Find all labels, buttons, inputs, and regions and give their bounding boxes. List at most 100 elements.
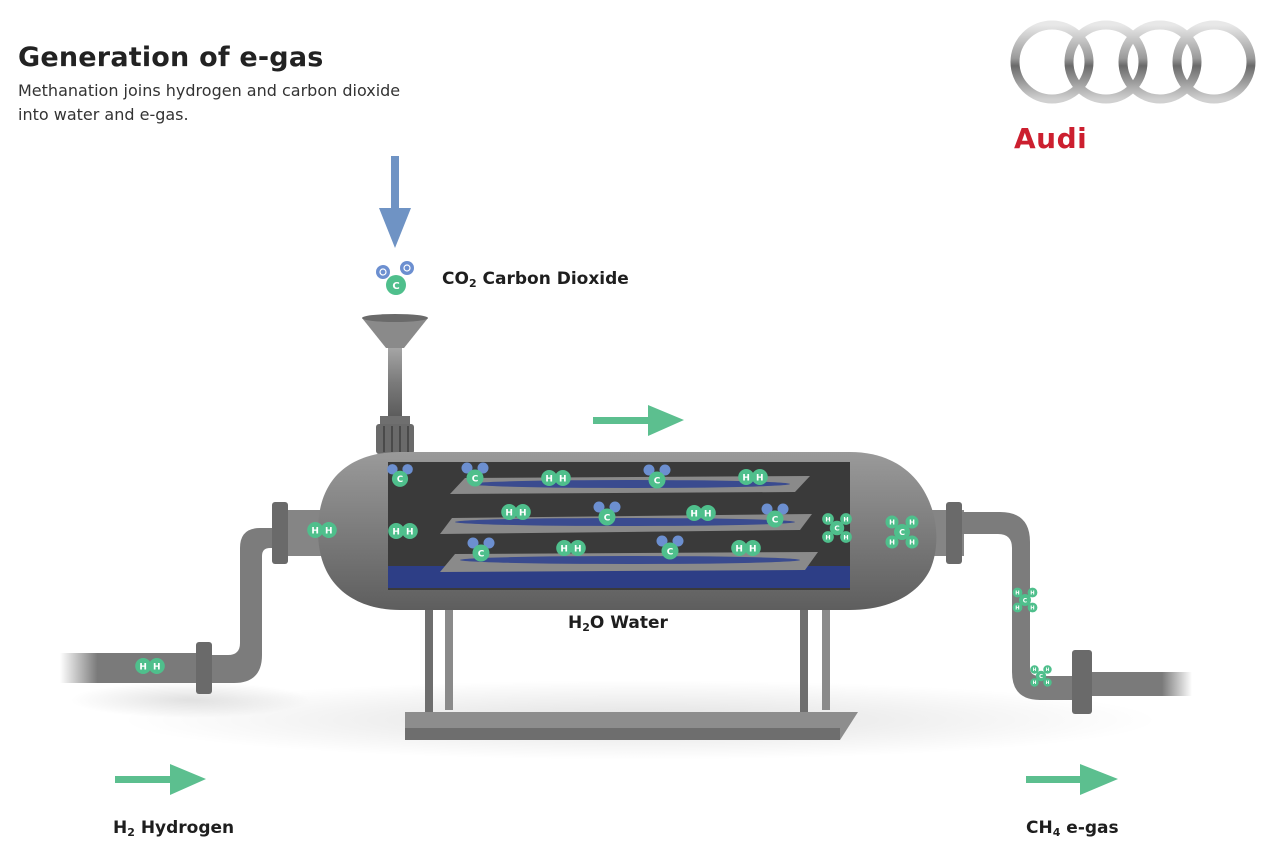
atom-letter: C (478, 549, 485, 559)
hydrogen-atom (1043, 678, 1052, 687)
hydrogen-atom (840, 531, 852, 543)
atom-letter: H (559, 474, 567, 484)
hydrogen-atom (569, 540, 586, 556)
oxygen-atom (477, 462, 489, 474)
atom-letter: H (545, 474, 553, 484)
atom-letter: H (735, 544, 743, 554)
atom-letter: H (909, 539, 915, 547)
atom-letter: H (704, 509, 712, 519)
right-arrow-icon (593, 405, 684, 436)
hydrogen-atom (307, 522, 324, 538)
atom-letter: H (825, 516, 830, 523)
atom-letter: H (825, 534, 830, 541)
atom-letter: H (325, 526, 333, 536)
atom-letter: H (909, 519, 915, 527)
hydrogen-atom (840, 513, 852, 525)
hydrogen-atom (1027, 587, 1038, 598)
atom-letter: C (1039, 674, 1043, 680)
carbon-atom (829, 520, 845, 536)
right-arrow-icon (1026, 764, 1118, 795)
oxygen-atom (402, 464, 413, 475)
molecule-icon: C (467, 537, 495, 562)
h2-text: Hydrogen (140, 818, 235, 838)
h2o-label: H2O Water (568, 613, 668, 634)
co2-funnel (362, 314, 428, 454)
hydrogen-atom (554, 470, 571, 486)
hydrogen-atom (686, 505, 703, 521)
oxygen-atom (656, 535, 668, 547)
co2-formula: CO2 (442, 269, 477, 290)
svg-text:C: C (392, 281, 399, 292)
atom-letter: C (472, 474, 479, 484)
audi-rings-logo (1010, 20, 1256, 104)
right-arrow-icon (115, 764, 206, 795)
atom-letter: C (899, 528, 905, 537)
oxygen-atom (659, 464, 671, 476)
atom-letter: H (756, 473, 764, 483)
atom-letter: H (889, 539, 895, 547)
ch4-formula: CH4 (1026, 818, 1061, 839)
molecule-icon: C (761, 503, 789, 528)
hydrogen-atom (1043, 665, 1052, 674)
carbon-atom (466, 469, 484, 487)
tank-stand (405, 595, 858, 740)
molecule-icon: C (376, 261, 414, 295)
atom-letter: H (1033, 680, 1037, 686)
atom-letter: C (1023, 597, 1028, 604)
h2o-formula: H2O (568, 613, 605, 634)
oxygen-atom (761, 503, 773, 515)
hydrogen-atom (401, 523, 418, 539)
floor-shadow (70, 682, 310, 718)
carbon-atom (598, 508, 616, 526)
atom-letter: H (742, 473, 750, 483)
oxygen-atom (483, 537, 495, 549)
atom-letter: H (843, 534, 848, 541)
atom-letter: C (604, 513, 611, 523)
ch4-text: e-gas (1066, 818, 1119, 838)
atom-letter: H (749, 544, 757, 554)
atom-letter: H (1015, 605, 1019, 611)
brand-name: Audi (1014, 122, 1088, 155)
carbon-atom (766, 510, 784, 528)
page-subtitle: Methanation joins hydrogen and carbon di… (18, 79, 438, 127)
atom-letter: H (406, 527, 414, 537)
atom-letter: C (397, 475, 403, 485)
atom-letter: H (392, 527, 400, 537)
co2-label: CO2 Carbon Dioxide (442, 269, 629, 290)
atom-letter: H (889, 519, 895, 527)
atom-letter: H (139, 662, 147, 672)
hydrogen-atom (738, 469, 755, 485)
hydrogen-atom (822, 513, 834, 525)
atom-letter: H (519, 508, 527, 518)
hydrogen-atom (751, 469, 768, 485)
down-arrow-icon (379, 156, 411, 248)
brand-logo: Audi (1000, 18, 1262, 158)
oxygen-atom (467, 537, 479, 549)
hydrogen-atom (135, 658, 152, 674)
h2o-text: Water (610, 613, 668, 633)
carbon-atom (1019, 594, 1031, 606)
atom-letter: C (667, 547, 674, 557)
molecule-icon: H H H HC (885, 515, 919, 549)
carbon-atom (472, 544, 490, 562)
hydrogen-atom (905, 535, 919, 549)
hydrogen-atom (1030, 678, 1039, 687)
carbon-atom (894, 524, 910, 540)
hydrogen-atom (699, 505, 716, 521)
carbon-atom (661, 542, 679, 560)
atom-letter: H (1046, 667, 1050, 673)
hydrogen-atom (731, 540, 748, 556)
atom-letter: H (574, 544, 582, 554)
oxygen-atom (643, 464, 655, 476)
molecule-icon: C (656, 535, 684, 560)
atom-letter: H (153, 662, 161, 672)
atom-letter: H (505, 508, 513, 518)
oxygen-atom (387, 464, 398, 475)
header: Generation of e-gas Methanation joins hy… (18, 42, 438, 127)
hydrogen-atom (905, 515, 919, 529)
atom-letter: H (1046, 680, 1050, 686)
atom-letter: H (1033, 667, 1037, 673)
